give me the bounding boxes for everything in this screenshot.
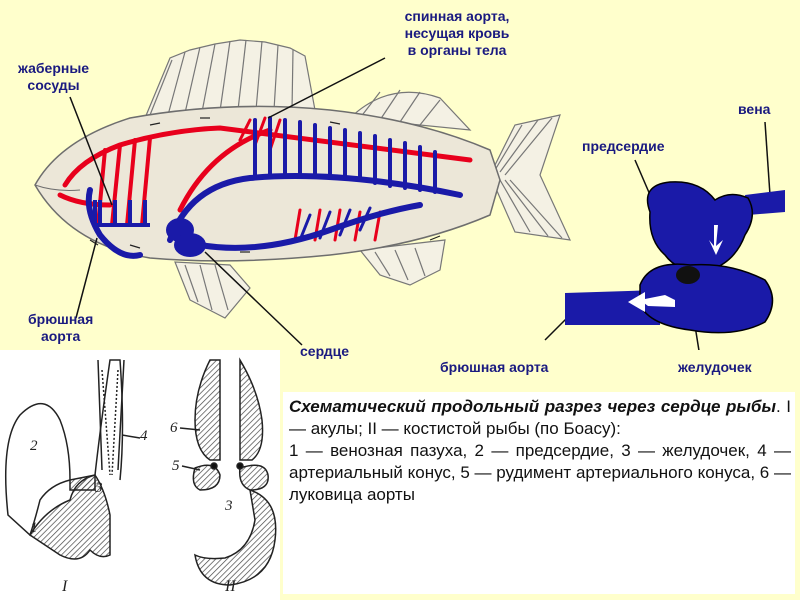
ventral-aorta-right-label: брюшная аорта [440,359,549,375]
gill-vessels [93,200,150,227]
ventral-aorta-left-line2: аорта [40,328,81,344]
atrium-label: предсердие [582,138,665,154]
vein-label: вена [738,101,771,117]
sketch-number-4: 4 [140,428,148,444]
dorsal-aorta-label-line2: несущая кровь [404,25,510,41]
ventricle-shape [639,263,774,334]
atrium-shape [646,181,754,272]
caption-box: Схематический продольный разрез через се… [283,392,795,594]
gill-vessels-label: жаберные сосуды [18,60,89,94]
gill-vessels-label-line2: сосуды [27,77,80,93]
dorsal-aorta-label-line3: в органы тела [407,42,507,58]
sketch-number-6: 6 [170,420,178,436]
caption-text: . I — акулы; II — костистой рыбы (по Боа… [289,397,792,438]
vein-vessel [745,190,785,215]
caption-title: Схематический продольный разрез через се… [289,397,776,416]
valve [676,266,700,284]
ventral-aorta-left-label: брюшная аорта [28,311,93,345]
heart-flow-arrows [628,225,723,312]
sketch-drawing [4,357,277,586]
sketch-number-1: 1 [30,520,38,536]
sketch-number-5: 5 [172,458,180,474]
ventral-fins [174,239,446,319]
sketch-number-3b: 3 [225,498,233,514]
ventricle-label: желудочек [678,359,752,375]
heart-section-sketch: 2 1 3 4 6 5 3 I II [0,350,280,600]
shark-heart-sketch [4,359,141,560]
fish-heart [166,218,206,257]
label-leaders [69,57,771,350]
bony-fish-heart-sketch [179,357,277,586]
gill-vessels-label-line1: жаберные [18,60,90,76]
heart-label: сердце [300,343,350,359]
mouth-line [34,184,81,191]
sketch-number-3: 3 [95,480,103,496]
dorsal-aorta-label: спинная аорта, несущая кровь в органы те… [372,8,542,59]
flow-arrows [89,117,441,253]
roman-numeral-one: I [62,578,68,595]
fish-circulation-diagram [34,39,785,350]
dorsal-aorta-label-line1: спинная аорта, [404,8,510,24]
roman-numeral-two: II [225,578,236,595]
sketch-number-2: 2 [30,438,38,454]
tail-fin [489,114,572,241]
enlarged-heart [565,181,785,334]
ventral-aorta-left-line1: брюшная [28,311,94,327]
venous-system [85,116,463,259]
caption-legend: 1 — венозная пазуха, 2 — предсердие, 3 —… [289,441,791,504]
